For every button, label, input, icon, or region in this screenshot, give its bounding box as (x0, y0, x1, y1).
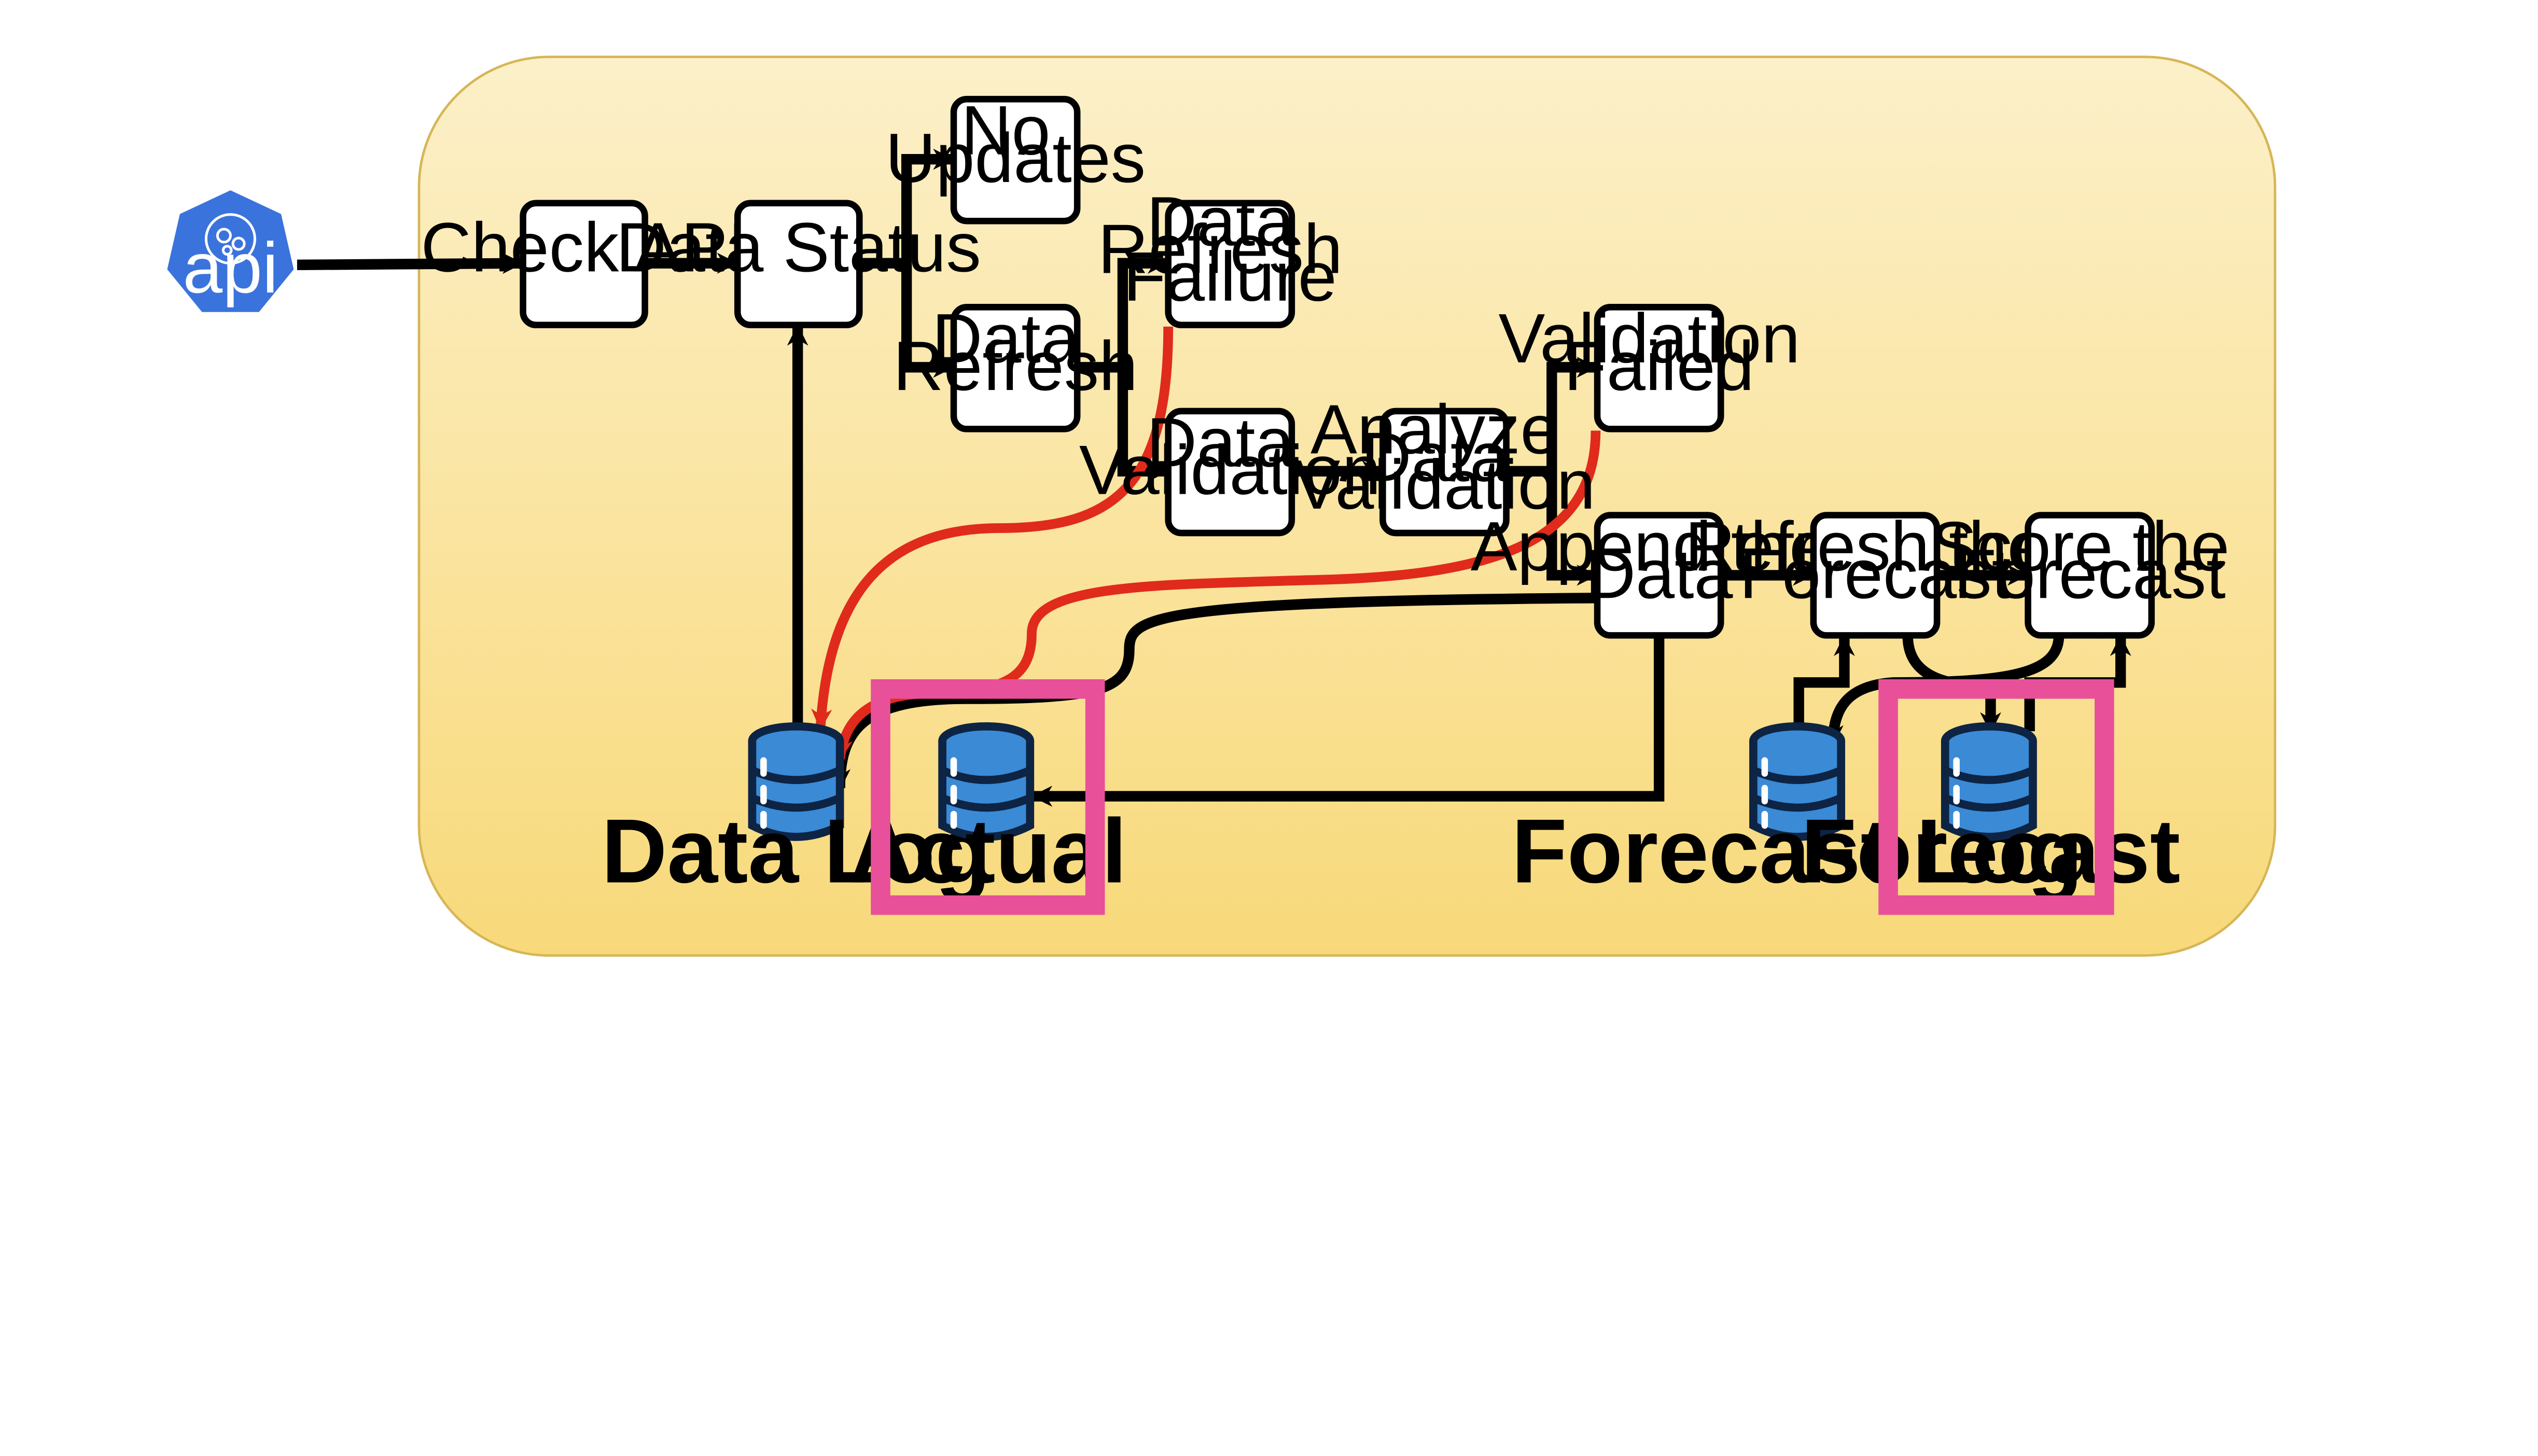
edge-data-status-to-data-refresh (901, 263, 954, 378)
node-data-refresh-failure[interactable]: Data Refresh Failure (1098, 182, 1362, 329)
db-data-log[interactable]: Data Log (602, 726, 991, 902)
svg-text:Validation Failed: Validation Failed (1498, 299, 1819, 405)
node-no-updates-line-1: No (961, 91, 1050, 170)
db-actual[interactable]: Actual (849, 726, 1127, 902)
highlight-actual (871, 679, 1105, 915)
node-refresh-forecast-line-2: Forecast (1739, 535, 2011, 613)
node-no-updates-line-2: Updates (885, 119, 1146, 197)
svg-text:Check API: Check API (421, 208, 747, 286)
node-data-refresh[interactable]: Data Refresh (893, 299, 1138, 432)
node-score-forecast-line-1: Score the (1931, 507, 2230, 585)
svg-text:Score the Forecast: Score the Forecast (1931, 507, 2249, 613)
node-data-refresh-failure-line-3: Failure (1123, 237, 1337, 316)
node-analyze-line-2: Data (1361, 418, 1509, 496)
edge-append-to-actual (1031, 635, 1665, 807)
edge-analyze-to-append (1546, 471, 1598, 586)
node-data-refresh-line-1: Data (932, 299, 1080, 377)
svg-text:Data Validation: Data Validation (1079, 403, 1381, 509)
node-score-the-forecast[interactable]: Score the Forecast (1931, 507, 2249, 639)
svg-text:Data Status: Data Status (616, 208, 981, 286)
api-label: api (183, 228, 278, 308)
edge-data-refresh-to-validation (1117, 367, 1169, 482)
db-forecast[interactable]: Forecast (1801, 726, 2181, 902)
svg-text:Data Refresh: Data Refresh (893, 299, 1138, 405)
node-data-refresh-failure-line-1: Data (1147, 182, 1294, 260)
node-no-updates[interactable]: No Updates (885, 91, 1146, 225)
edge-forecast-log-refresh-bidirectional (1788, 635, 1855, 759)
node-validation-failed-line-2: Failed (1564, 327, 1754, 405)
svg-text:Data Refresh F: Data Refresh Failure (1098, 182, 1362, 316)
node-analyze-data-validation[interactable]: Analyze Data Validation (1294, 390, 1596, 537)
db-actual-label: Actual (849, 801, 1127, 902)
databases: Data Log Actual Forecast Log Forecast (602, 726, 2181, 902)
svg-text:Analyze Data V: Analyze Data Validation (1294, 390, 1596, 524)
node-append-the-data[interactable]: Append the Data (1471, 507, 1848, 639)
node-check-api-line-1: Check API (421, 208, 747, 286)
db-data-log-label: Data Log (602, 801, 991, 902)
node-validation-failed-line-1: Validation (1498, 299, 1800, 377)
node-check-api[interactable]: Check API (421, 200, 747, 329)
gear-icon (204, 213, 256, 265)
edge-failure-to-data-log (811, 326, 1174, 731)
svg-text:Refresh the Forecast: Refresh the Forecast (1685, 507, 2066, 613)
node-analyze-line-3: Validation (1294, 445, 1596, 524)
api-node[interactable]: api (163, 187, 298, 315)
edge-analyze-to-validation-failed (1506, 356, 1598, 477)
node-refresh-forecast-line-1: Refresh the (1685, 507, 2046, 585)
db-forecast-label: Forecast (1801, 801, 2181, 902)
node-append-line-1: Append the (1471, 507, 1828, 585)
node-data-validation-line-1: Data (1147, 403, 1294, 481)
node-data-status[interactable]: Data Status (616, 200, 981, 329)
edge-api-to-check-api (297, 253, 524, 274)
edge-data-refresh-to-failure (1077, 253, 1169, 373)
node-score-forecast-line-2: Forecast (1954, 535, 2226, 613)
svg-text:Append the Data: Append the Data (1471, 507, 1848, 613)
node-data-refresh-line-2: Refresh (893, 327, 1138, 405)
svg-text:No Updates: No Updates (885, 91, 1146, 197)
edge-data-status-to-no-updates (859, 148, 954, 269)
process-nodes: Check API Data Status No Updates Data Re… (421, 91, 2249, 639)
node-data-refresh-failure-line-2: Refresh (1098, 210, 1343, 288)
node-data-validation-line-2: Validation (1079, 431, 1381, 509)
node-validation-failed[interactable]: Validation Failed (1498, 299, 1819, 432)
node-data-validation[interactable]: Data Validation (1079, 403, 1381, 537)
highlight-forecast (1878, 679, 2114, 915)
node-append-line-2: Data (1585, 535, 1733, 613)
node-refresh-the-forecast[interactable]: Refresh the Forecast (1685, 507, 2066, 639)
node-data-status-line-1: Data Status (616, 208, 981, 286)
